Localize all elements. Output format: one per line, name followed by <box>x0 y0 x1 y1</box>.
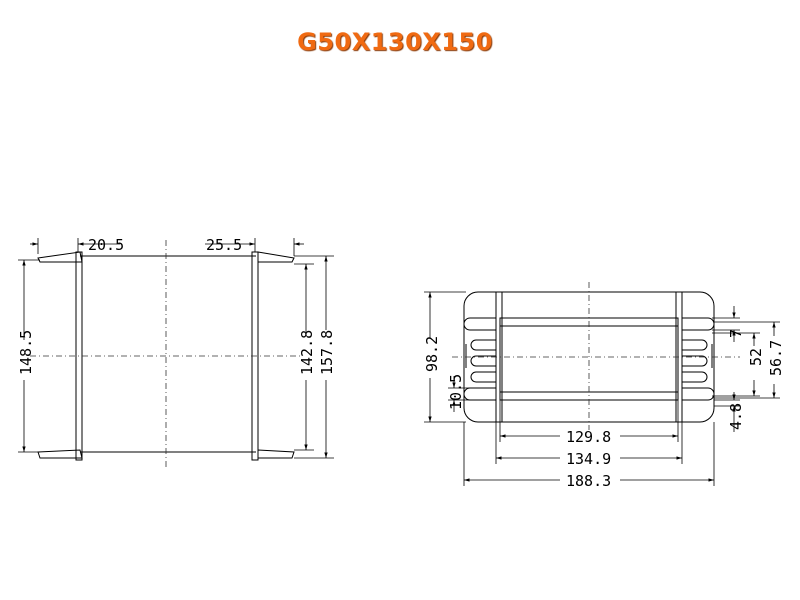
top-left-flange <box>37 251 83 263</box>
dim-top-right-width: 25.5 <box>206 236 242 254</box>
dim-mid-width: 134.9 <box>566 450 611 468</box>
left-view: 20.5 25.5 148.5 142.8 157.8 <box>17 236 336 470</box>
dim-outer-height-right: 157.8 <box>318 330 336 375</box>
dim-inner-height-right: 52 <box>747 348 765 366</box>
dim-bottom-offset: 4.8 <box>727 403 745 430</box>
right-view: 98.2 10.5 7 52 56.7 <box>423 282 785 490</box>
dim-top-left-width: 20.5 <box>88 236 124 254</box>
dim-inner-width: 129.8 <box>566 428 611 446</box>
top-right-flange <box>257 251 295 263</box>
right-fins <box>682 317 715 401</box>
bottom-right-flange <box>257 449 295 459</box>
drawing-title: G50X130X150 <box>297 28 493 56</box>
dim-outer-height-left: 148.5 <box>17 330 35 375</box>
dim-outer-height: 56.7 <box>767 340 785 376</box>
dim-inner-height: 142.8 <box>298 330 316 375</box>
dim-overall-width: 188.3 <box>566 472 611 490</box>
dim-core-height: 98.2 <box>423 336 441 372</box>
bottom-left-flange <box>37 449 83 459</box>
dim-fin-pitch: 7 <box>727 329 745 338</box>
dim-slot-height: 10.5 <box>447 374 465 410</box>
